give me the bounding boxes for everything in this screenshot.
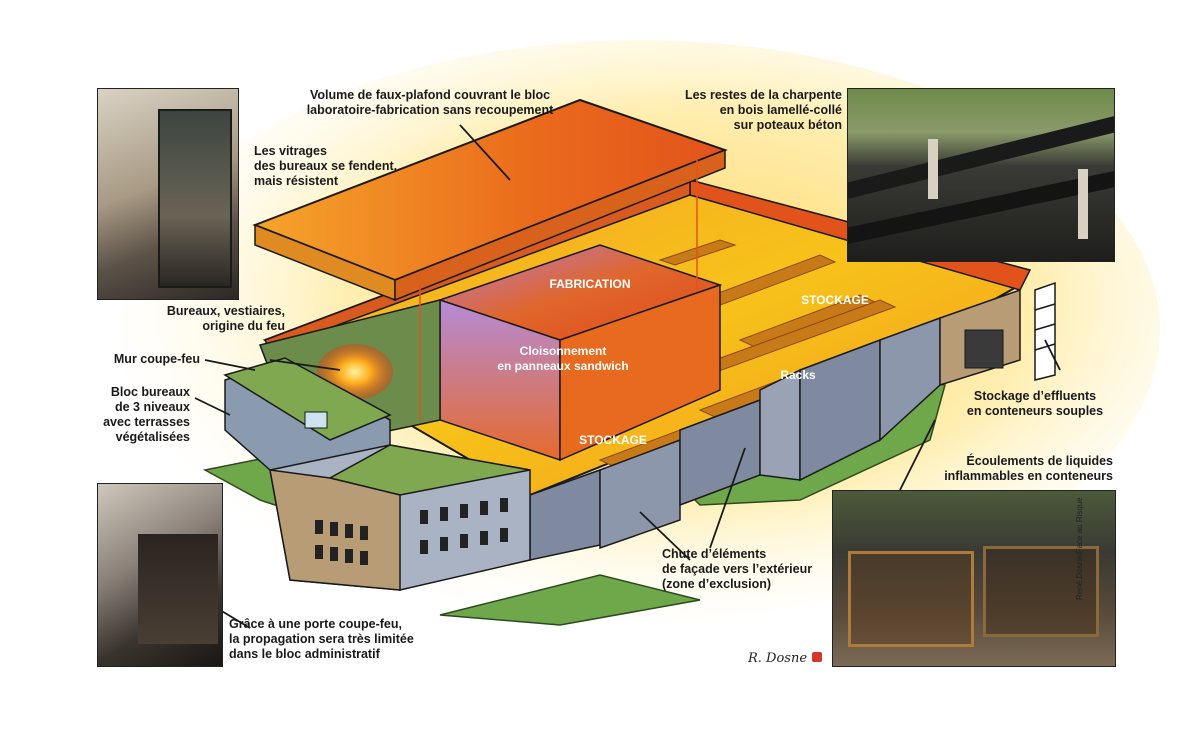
photo-credit: René Dosne/Face au Risque	[1075, 497, 1084, 600]
effluent-container-rack	[1034, 281, 1056, 381]
concrete-post	[928, 139, 938, 199]
zone-storage-bottom: STOCKAGE	[579, 433, 647, 447]
photo-burnt-ibc-containers	[832, 490, 1116, 667]
photo-burnt-doorway	[97, 483, 223, 667]
photo-burnt-timber-frame	[847, 88, 1115, 262]
facade-wall	[599, 438, 681, 550]
artist-signature: R. Dosne	[748, 651, 808, 666]
label-fire-origin: Bureaux, vestiaires,origine du feu	[166, 304, 285, 333]
grass-front	[439, 574, 701, 626]
office-windows	[315, 498, 508, 565]
doorway	[138, 534, 218, 644]
label-fire-wall: Mur coupe-feu	[113, 352, 200, 366]
fabrication-block-side	[559, 283, 721, 462]
annex-door	[964, 329, 1004, 369]
zone-racks: Racks	[780, 368, 816, 382]
photo-cracked-office-glazing	[97, 88, 239, 300]
skylight	[304, 411, 328, 429]
leader-lines	[194, 124, 1061, 629]
container-cage	[848, 551, 974, 647]
container-cage	[983, 546, 1099, 637]
label-fire-door: Grâce à une porte coupe-feu,la propagati…	[229, 617, 414, 661]
facade-wall	[759, 368, 801, 481]
false-ceiling-slab-edge	[394, 148, 726, 302]
signature-mark	[812, 652, 822, 662]
zone-fabrication: FABRICATION	[549, 277, 631, 291]
zone-storage-top: STOCKAGE	[801, 293, 869, 307]
green-terrace	[223, 357, 392, 441]
concrete-post	[1078, 169, 1088, 239]
window-frame	[158, 109, 232, 288]
